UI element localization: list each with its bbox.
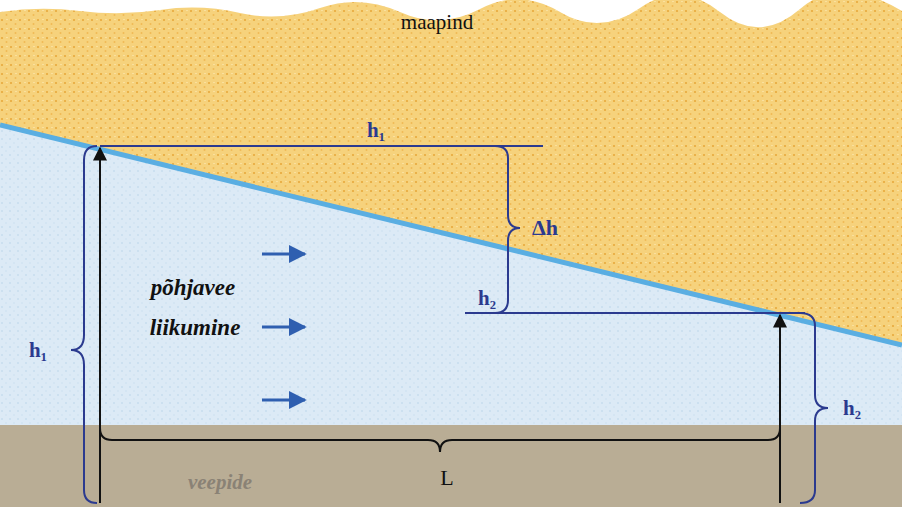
height-label: h₂ [843, 398, 861, 419]
level-line-h1 [100, 145, 543, 147]
height-arrow [779, 315, 781, 503]
level-label: h₂ [478, 288, 496, 309]
difference-label: Δh [532, 217, 558, 239]
level-line-h2 [465, 312, 805, 314]
level-label: h₁ [367, 120, 385, 141]
flow-label: liikumine [150, 316, 241, 339]
brace [495, 146, 520, 313]
flow-arrow [262, 253, 305, 256]
brace [71, 146, 97, 503]
flow-label: põhjavee [151, 276, 235, 299]
length-label: L [440, 467, 453, 489]
aquitard [0, 425, 902, 507]
brace [800, 313, 828, 503]
water-table [0, 125, 902, 345]
height-arrow [99, 148, 101, 503]
aquifer [0, 125, 902, 425]
layer-label: veepide [188, 472, 252, 493]
surface-label: maapind [401, 12, 473, 33]
flow-arrow [262, 399, 305, 402]
brace [100, 428, 780, 452]
height-label: h₁ [29, 340, 47, 361]
flow-arrow [262, 326, 305, 329]
